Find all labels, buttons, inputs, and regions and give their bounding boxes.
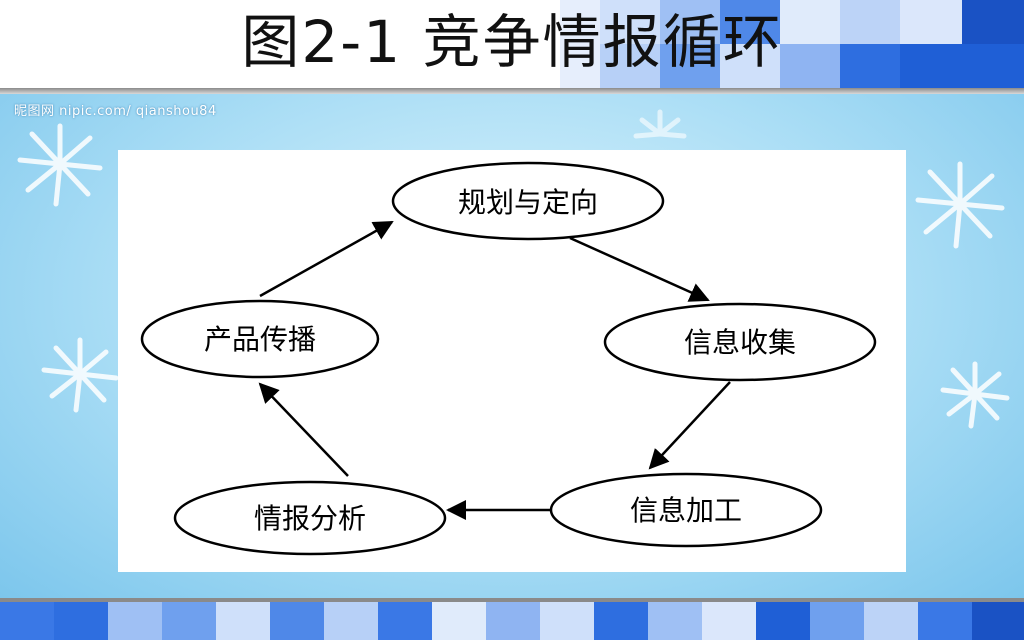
bottom-divider bbox=[0, 598, 1024, 602]
node-ellipse bbox=[140, 299, 380, 379]
page-title: 图2-1 竞争情报循环 bbox=[241, 8, 783, 76]
bottom-tile bbox=[540, 602, 594, 640]
watermark-text: 昵图网 nipic.com/ qianshou84 bbox=[14, 104, 217, 119]
node-ellipse bbox=[603, 302, 877, 382]
node-ellipse bbox=[391, 161, 665, 241]
title-tile bbox=[660, 44, 720, 88]
bottom-tile bbox=[108, 602, 162, 640]
bottom-tile bbox=[486, 602, 540, 640]
cycle-node-collection: 信息收集 bbox=[603, 302, 877, 382]
title-tile bbox=[600, 0, 660, 44]
bottom-tile bbox=[648, 602, 702, 640]
firework-decoration bbox=[17, 109, 1010, 429]
title-tile bbox=[660, 0, 720, 44]
bottom-tile bbox=[702, 602, 756, 640]
title-tile bbox=[780, 44, 840, 88]
title-bar: 图2-1 竞争情报循环 bbox=[0, 0, 1024, 88]
cycle-diagram: 规划与定向 信息收集 信息加工 情报分析 产品传播 bbox=[140, 161, 877, 556]
bottom-tile bbox=[432, 602, 486, 640]
arrow-analysis-to-dissemination bbox=[258, 382, 349, 477]
title-tile bbox=[962, 44, 1024, 88]
bottom-tile bbox=[216, 602, 270, 640]
bottom-tile bbox=[756, 602, 810, 640]
arrow-planning-to-collection bbox=[569, 236, 710, 302]
title-tile bbox=[720, 44, 780, 88]
bottom-tile bbox=[0, 602, 54, 640]
arrow-dissemination-to-planning bbox=[259, 220, 394, 298]
title-tile bbox=[840, 0, 900, 44]
title-tile bbox=[840, 44, 900, 88]
cycle-node-dissemination: 产品传播 bbox=[140, 299, 380, 379]
bottom-tile bbox=[324, 602, 378, 640]
title-tile bbox=[900, 44, 962, 88]
node-ellipse bbox=[173, 480, 447, 556]
title-tile bbox=[780, 0, 840, 44]
arrow-collection-to-processing bbox=[648, 381, 731, 470]
title-tile bbox=[600, 44, 660, 88]
title-divider bbox=[0, 88, 1024, 94]
title-tile bbox=[900, 0, 962, 44]
bottom-tile-bar bbox=[0, 602, 1024, 640]
flow-arrows bbox=[258, 220, 731, 520]
diagram-panel: 规划与定向 信息收集 信息加工 情报分析 产品传播 bbox=[118, 150, 906, 572]
bottom-tile bbox=[270, 602, 324, 640]
title-tile bbox=[962, 0, 1024, 44]
bottom-tile bbox=[378, 602, 432, 640]
node-ellipse bbox=[549, 472, 823, 548]
bottom-tile bbox=[594, 602, 648, 640]
bottom-tile bbox=[972, 602, 1024, 640]
bottom-tile bbox=[918, 602, 972, 640]
cycle-node-processing: 信息加工 bbox=[549, 472, 823, 548]
cycle-node-analysis: 情报分析 bbox=[173, 480, 447, 556]
node-label: 情报分析 bbox=[254, 502, 366, 535]
bottom-tile bbox=[864, 602, 918, 640]
cycle-node-planning: 规划与定向 bbox=[391, 161, 665, 241]
node-label: 信息收集 bbox=[684, 326, 796, 359]
bottom-tile bbox=[810, 602, 864, 640]
bottom-tile bbox=[54, 602, 108, 640]
bottom-tile bbox=[162, 602, 216, 640]
title-tile bbox=[560, 0, 600, 88]
node-label: 规划与定向 bbox=[458, 186, 598, 219]
node-label: 信息加工 bbox=[630, 494, 742, 527]
background-decoration bbox=[17, 109, 1010, 429]
title-tile bbox=[720, 0, 780, 44]
node-label: 产品传播 bbox=[204, 323, 316, 356]
